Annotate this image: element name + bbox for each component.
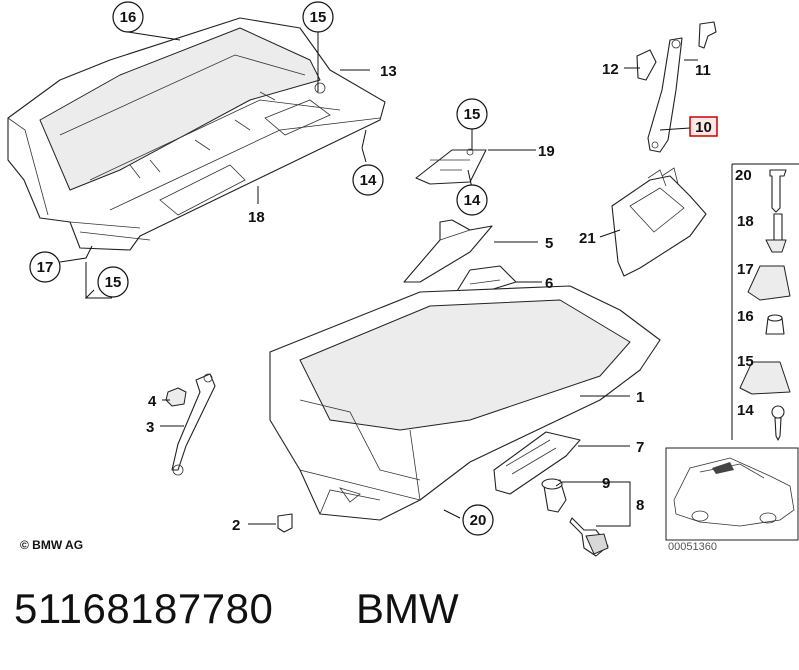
- label-11: 11: [695, 62, 711, 79]
- glovebox-frame-drawing: [7, 17, 386, 251]
- gas-strut-drawing: [165, 373, 216, 476]
- label-2: 2: [232, 517, 240, 534]
- buffer-drawing: [277, 513, 293, 533]
- label-5: 5: [545, 235, 553, 252]
- handle-drawing: [493, 431, 581, 495]
- callout-15-bracket: 15: [456, 98, 488, 130]
- latch-cover-drawing: [403, 219, 493, 283]
- svg-text:15: 15: [105, 274, 122, 291]
- label-19: 19: [538, 143, 555, 160]
- label-7: 7: [636, 439, 644, 456]
- svg-text:16: 16: [120, 9, 137, 26]
- part-number: 51168187780: [14, 585, 274, 632]
- callout-20: 20: [462, 504, 494, 536]
- svg-text:15: 15: [310, 9, 327, 26]
- label-4: 4: [148, 393, 157, 410]
- legend-20: 20: [735, 167, 752, 184]
- car-thumbnail: [665, 447, 799, 541]
- label-18: 18: [248, 209, 265, 226]
- callout-14-bracket: 14: [456, 184, 488, 216]
- label-8: 8: [636, 497, 644, 514]
- lock-cylinder-drawing: [541, 478, 567, 513]
- callout-10-highlighted: 10: [689, 116, 718, 137]
- legend-18: 18: [737, 213, 754, 230]
- svg-text:10: 10: [695, 119, 712, 136]
- brand-name: BMW: [356, 585, 459, 632]
- label-12: 12: [602, 61, 619, 78]
- label-9: 9: [602, 475, 610, 492]
- svg-text:14: 14: [464, 192, 481, 209]
- callout-15-left: 15: [97, 266, 129, 298]
- label-3: 3: [146, 419, 154, 436]
- plain-labels: 13 18 19 5 6 21 12 11 1 7 9 8 4 3 2: [146, 61, 711, 534]
- svg-text:15: 15: [464, 106, 481, 123]
- legend-17: 17: [737, 261, 754, 278]
- callout-15-top: 15: [302, 1, 334, 33]
- legend-14: 14: [737, 402, 754, 419]
- legend-labels: 20 18 17 16 15 14: [735, 167, 754, 419]
- label-6: 6: [545, 275, 553, 292]
- callout-14-frame: 14: [352, 164, 384, 196]
- key-drawing: [569, 517, 609, 557]
- callout-16: 16: [112, 1, 144, 33]
- svg-text:17: 17: [37, 259, 54, 276]
- diagram-code: 00051360: [668, 541, 717, 553]
- fastener-legend: [731, 163, 799, 441]
- callout-17: 17: [29, 251, 61, 283]
- label-1: 1: [636, 389, 644, 406]
- svg-text:20: 20: [470, 512, 487, 529]
- legend-16: 16: [737, 308, 754, 325]
- copyright-text: © BMW AG: [20, 538, 84, 552]
- svg-text:14: 14: [360, 172, 377, 189]
- glovebox-body-drawing: [269, 285, 661, 521]
- callouts: 16 15 14 17 15 15 14 20: [29, 1, 494, 536]
- label-13: 13: [380, 63, 397, 80]
- bracket-drawing: [415, 148, 487, 185]
- label-21: 21: [579, 230, 596, 247]
- support-link-drawing: [636, 21, 717, 153]
- legend-15: 15: [737, 353, 754, 370]
- lock-housing-drawing: [611, 167, 707, 277]
- leader-lines: [59, 31, 698, 527]
